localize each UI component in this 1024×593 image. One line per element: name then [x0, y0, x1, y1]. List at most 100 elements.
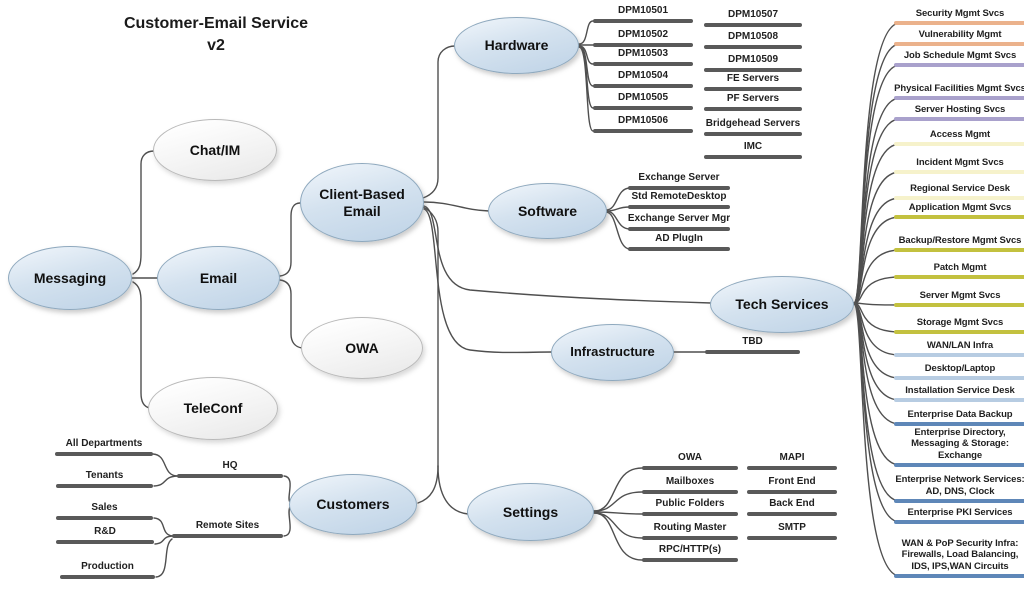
leaf-underline	[593, 62, 693, 66]
leaf-hq[interactable]: HQ	[177, 460, 283, 478]
leaf-security-mgmt-svcs[interactable]: Security Mgmt Svcs	[894, 8, 1024, 25]
node-customers[interactable]: Customers	[289, 474, 417, 535]
edge-tech-leaf-21	[853, 303, 901, 577]
node-teleconf[interactable]: TeleConf	[148, 377, 278, 440]
leaf-remote-sites[interactable]: Remote Sites	[172, 520, 283, 538]
leaf-dpm10503[interactable]: DPM10503	[593, 48, 693, 66]
leaf-underline	[894, 463, 1024, 467]
node-tech-services[interactable]: Tech Services	[710, 276, 854, 333]
leaf-underline	[56, 484, 153, 488]
leaf-underline	[704, 132, 802, 136]
leaf-tbd[interactable]: TBD	[705, 336, 800, 354]
leaf-regional-service-desk[interactable]: Regional Service Desk	[894, 183, 1024, 200]
node-client-based-email[interactable]: Client-Based Email	[300, 163, 424, 242]
leaf-wan-lan-infra[interactable]: WAN/LAN Infra	[894, 340, 1024, 357]
node-email[interactable]: Email	[157, 246, 280, 310]
leaf-underline	[894, 520, 1024, 524]
edge-tech-leaf-10	[853, 249, 901, 304]
leaf-sales[interactable]: Sales	[56, 502, 153, 520]
leaf-public-folders[interactable]: Public Folders	[642, 498, 738, 516]
node-infrastructure[interactable]: Infrastructure	[551, 324, 674, 381]
leaf-underline	[642, 466, 738, 470]
leaf-application-mgmt-svcs[interactable]: Application Mgmt Svcs	[894, 202, 1024, 219]
leaf-job-schedule-mgmt-svcs[interactable]: Job Schedule Mgmt Svcs	[894, 50, 1024, 67]
leaf-physical-facilities-mgmt-svcs[interactable]: Physical Facilities Mgmt Svcs	[894, 83, 1024, 100]
leaf-mapi[interactable]: MAPI	[747, 452, 837, 470]
leaf-server-mgmt-svcs[interactable]: Server Mgmt Svcs	[894, 290, 1024, 307]
leaf-underline	[56, 516, 153, 520]
edge-hardware-dpm10501	[578, 20, 594, 45]
leaf-vulnerability-mgmt[interactable]: Vulnerability Mgmt	[894, 29, 1024, 46]
leaf-dpm10505[interactable]: DPM10505	[593, 92, 693, 110]
leaf-backup-restore-mgmt-svcs[interactable]: Backup/Restore Mgmt Svcs	[894, 235, 1024, 252]
leaf-enterprise-directory-messaging-storage[interactable]: Enterprise Directory, Messaging & Storag…	[894, 427, 1024, 467]
leaf-rd[interactable]: R&D	[56, 526, 154, 544]
leaf-enterprise-data-backup[interactable]: Enterprise Data Backup	[894, 409, 1024, 426]
edge-alldepartments-hq	[152, 453, 178, 477]
leaf-underline	[704, 87, 802, 91]
leaf-underline	[747, 512, 837, 516]
node-messaging[interactable]: Messaging	[8, 246, 132, 310]
leaf-dpm10506[interactable]: DPM10506	[593, 115, 693, 133]
leaf-underline	[704, 23, 802, 27]
edge-settings-public-folders	[593, 511, 643, 515]
leaf-tenants[interactable]: Tenants	[56, 470, 153, 488]
edge-cbe-software	[423, 201, 490, 212]
leaf-back-end[interactable]: Back End	[747, 498, 837, 516]
leaf-enterprise-network-services[interactable]: Enterprise Network Services: AD, DNS, Cl…	[894, 474, 1024, 503]
node-settings[interactable]: Settings	[467, 483, 594, 541]
leaf-underline	[642, 536, 738, 540]
node-owa[interactable]: OWA	[301, 317, 423, 379]
leaf-dpm10508[interactable]: DPM10508	[704, 31, 802, 49]
leaf-smtp[interactable]: SMTP	[747, 522, 837, 540]
leaf-dpm10501[interactable]: DPM10501	[593, 5, 693, 23]
edge-hardware-dpm10506	[578, 46, 594, 132]
leaf-pf-servers[interactable]: PF Servers	[704, 93, 802, 111]
leaf-enterprise-pki-services[interactable]: Enterprise PKI Services	[894, 507, 1024, 524]
leaf-wan-pop-security-infra[interactable]: WAN & PoP Security Infra: Firewalls, Loa…	[894, 538, 1024, 578]
leaf-incident-mgmt-svcs[interactable]: Incident Mgmt Svcs	[894, 157, 1024, 174]
leaf-exchange-server[interactable]: Exchange Server	[628, 172, 730, 190]
leaf-underline	[177, 474, 283, 478]
edge-production-remotesites	[155, 538, 173, 578]
leaf-underline	[704, 45, 802, 49]
edge-rd-remotesites	[154, 535, 173, 545]
leaf-bridgehead-servers[interactable]: Bridgehead Servers	[704, 118, 802, 136]
leaf-dpm10504[interactable]: DPM10504	[593, 70, 693, 88]
leaf-fe-servers[interactable]: FE Servers	[704, 73, 802, 91]
leaf-storage-mgmt-svcs[interactable]: Storage Mgmt Svcs	[894, 317, 1024, 334]
leaf-server-hosting-svcs[interactable]: Server Hosting Svcs	[894, 104, 1024, 121]
leaf-installation-service-desk[interactable]: Installation Service Desk	[894, 385, 1024, 402]
leaf-dpm10502[interactable]: DPM10502	[593, 29, 693, 47]
leaf-dpm10509[interactable]: DPM10509	[704, 54, 802, 72]
leaf-production[interactable]: Production	[60, 561, 155, 579]
map-title-line2: v2	[207, 37, 225, 54]
leaf-underline	[894, 376, 1024, 380]
leaf-routing-master[interactable]: Routing Master	[642, 522, 738, 540]
edge-messaging-chatim	[132, 150, 155, 275]
leaf-rpc-https[interactable]: RPC/HTTP(s)	[642, 544, 738, 562]
leaf-underline	[894, 398, 1024, 402]
leaf-underline	[172, 534, 283, 538]
leaf-front-end[interactable]: Front End	[747, 476, 837, 494]
edge-remotesites-customers	[283, 506, 291, 537]
edge-trunk-customers	[417, 465, 439, 504]
leaf-access-mgmt[interactable]: Access Mgmt	[894, 129, 1024, 146]
leaf-underline	[894, 499, 1024, 503]
leaf-dpm10507[interactable]: DPM10507	[704, 9, 802, 27]
leaf-patch-mgmt[interactable]: Patch Mgmt	[894, 262, 1024, 279]
node-hardware[interactable]: Hardware	[454, 17, 579, 74]
leaf-imc[interactable]: IMC	[704, 141, 802, 159]
leaf-desktop-laptop[interactable]: Desktop/Laptop	[894, 363, 1024, 380]
leaf-std-remotedesktop[interactable]: Std RemoteDesktop	[628, 191, 730, 209]
leaf-ad-plugin[interactable]: AD PlugIn	[628, 233, 730, 251]
leaf-all-departments[interactable]: All Departments	[55, 438, 153, 456]
leaf-exchange-server-mgr[interactable]: Exchange Server Mgr	[628, 213, 730, 231]
leaf-underline	[704, 155, 802, 159]
node-chat-im[interactable]: Chat/IM	[153, 119, 277, 181]
leaf-mailboxes[interactable]: Mailboxes	[642, 476, 738, 494]
node-software[interactable]: Software	[488, 183, 607, 239]
leaf-settings-owa[interactable]: OWA	[642, 452, 738, 470]
